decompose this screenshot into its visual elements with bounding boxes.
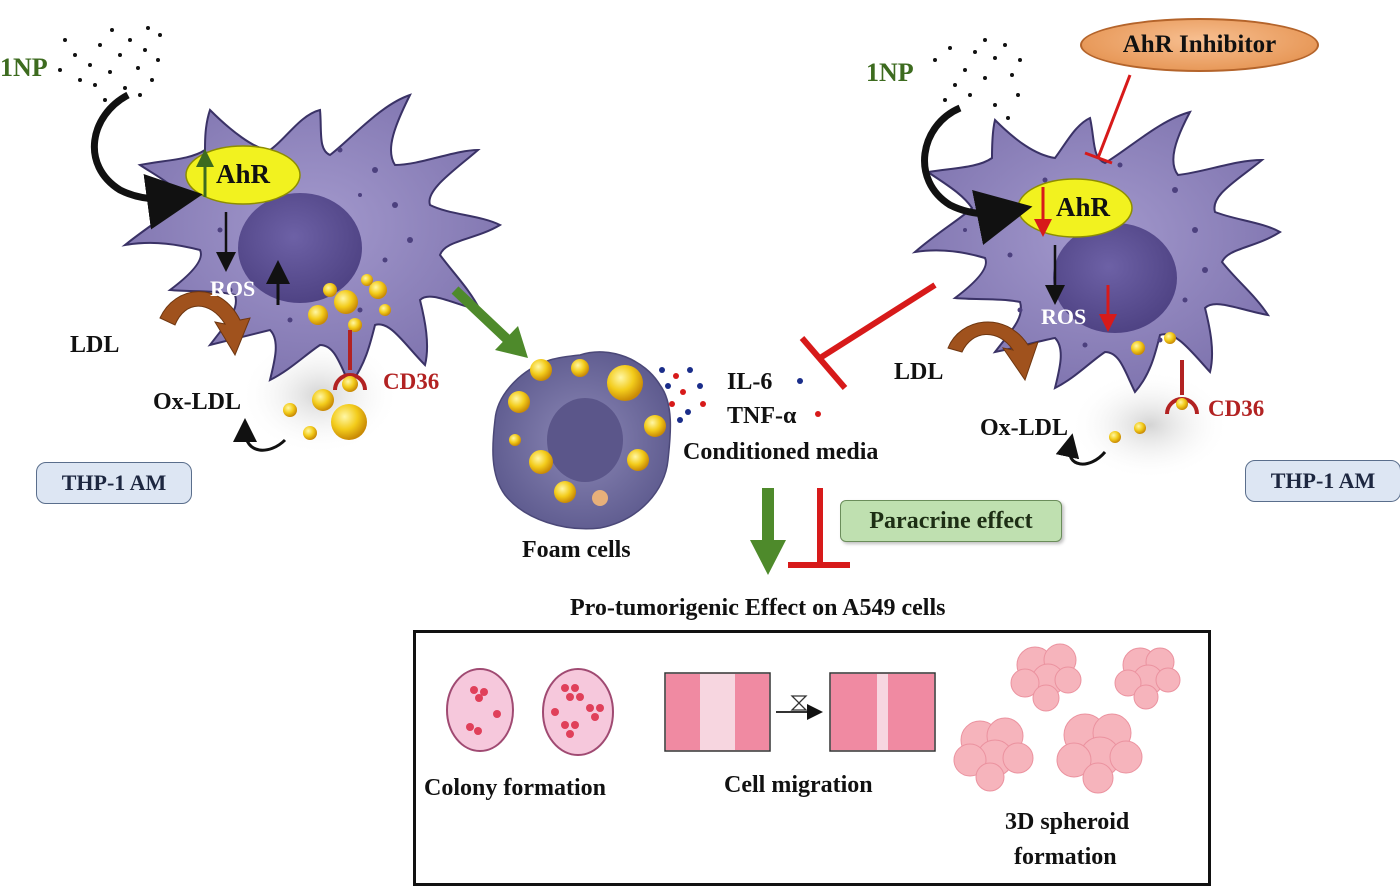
right-oxldl-label: Ox-LDL — [980, 415, 1069, 441]
colony-formation-label: Colony formation — [424, 775, 606, 801]
left-ahr-label: AhR — [216, 159, 271, 189]
il6-label: IL-6 — [727, 369, 773, 395]
left-1np-entry-arrow — [90, 91, 203, 230]
pro-tumorigenic-title: Pro-tumorigenic Effect on A549 cells — [570, 595, 946, 621]
migration-arrow — [776, 695, 823, 720]
right-cd36-label: CD36 — [1208, 396, 1265, 421]
cytokine-dots — [659, 367, 821, 423]
a549-assay-panel — [413, 630, 1211, 886]
red-inhibition-to-a549 — [788, 488, 850, 568]
left-cd36-receptor — [333, 330, 367, 392]
ahr-inhibitor-badge: AhR Inhibitor — [1080, 18, 1319, 72]
migration-after — [829, 672, 936, 752]
left-oxldl-label: Ox-LDL — [153, 389, 242, 415]
green-arrow-to-a549 — [750, 488, 786, 575]
conditioned-media-label: Conditioned media — [683, 439, 879, 465]
right-ldl-label: LDL — [894, 359, 944, 385]
right-oxldl-loop-arrow — [1055, 433, 1107, 466]
right-1np-particles — [933, 38, 1022, 120]
right-cd36-receptor — [1165, 360, 1199, 415]
colony-plate-2 — [542, 668, 614, 756]
left-cell-tag: THP-1 AM — [36, 462, 192, 504]
tnf-alpha-label: TNF-α — [727, 403, 797, 429]
migration-before — [664, 672, 771, 752]
left-nucleus — [238, 193, 362, 303]
right-cell-tag: THP-1 AM — [1245, 460, 1400, 502]
foam-cell — [492, 351, 672, 530]
spheroids — [953, 643, 1181, 794]
colony-plate-1 — [446, 668, 514, 752]
foam-cells-label: Foam cells — [522, 537, 631, 563]
left-1np-particles — [58, 26, 162, 102]
inhibitor-block-bar — [1084, 151, 1113, 165]
right-nucleus — [1053, 223, 1177, 333]
hourglass-icon — [790, 695, 808, 711]
cell-migration-label: Cell migration — [724, 772, 873, 798]
green-arrow-to-foam — [451, 286, 528, 358]
right-ahr-label: AhR — [1056, 192, 1111, 222]
spheroid-label-line2: formation — [1014, 844, 1117, 870]
right-1np-label: 1NP — [866, 58, 914, 87]
left-ldl-arrow — [159, 291, 251, 357]
left-1np-label: 1NP — [0, 53, 48, 82]
paracrine-effect-label: Paracrine effect — [840, 500, 1062, 542]
right-ldl-arrow — [947, 321, 1039, 382]
left-ldl-label: LDL — [70, 332, 120, 358]
spheroid-label-line1: 3D spheroid — [1005, 809, 1130, 835]
left-cd36-label: CD36 — [383, 369, 440, 394]
red-inhibition-to-media — [799, 282, 937, 390]
left-macrophage — [58, 26, 503, 455]
inhibitor-block-line — [1096, 74, 1132, 159]
right-macrophage — [911, 38, 1282, 480]
left-ros-label: ROS — [210, 276, 256, 301]
left-oxldl-loop-arrow — [233, 418, 287, 452]
right-ros-label: ROS — [1041, 304, 1087, 329]
right-1np-entry-arrow — [921, 104, 1033, 245]
